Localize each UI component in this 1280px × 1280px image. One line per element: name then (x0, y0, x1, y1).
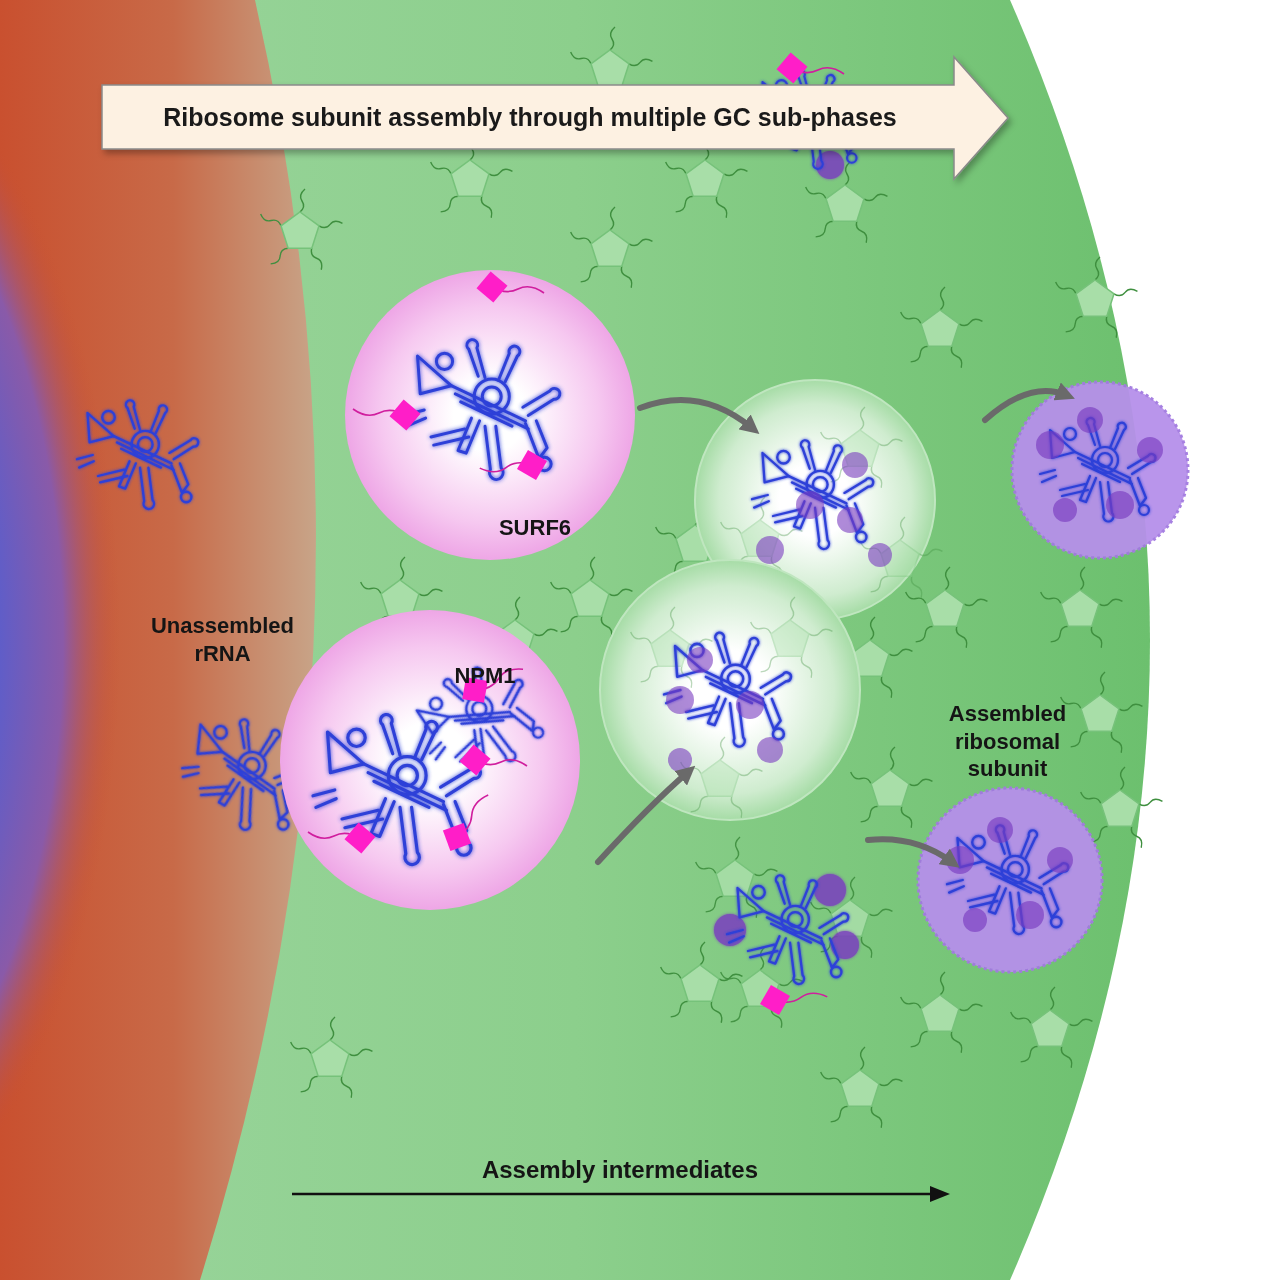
figure-use (1054, 257, 1137, 338)
figure-path (640, 400, 752, 428)
figure-label: Assembly intermediates (440, 1155, 800, 1185)
banner-text: Ribosome subunit assembly through multip… (163, 103, 896, 132)
figure-use (752, 440, 873, 549)
figure-use (436, 784, 497, 858)
figure-use (899, 287, 982, 368)
figure-circle (687, 647, 713, 673)
banner-arrow: Ribosome subunit assembly through multip… (100, 55, 1012, 181)
figure-use (460, 745, 527, 776)
process-arrows (598, 391, 1066, 862)
figure-circle (345, 270, 635, 560)
figure-circle (757, 737, 783, 763)
unassembled-rrna (77, 400, 198, 509)
figure-polygon (930, 1186, 950, 1202)
figure-use (353, 400, 420, 431)
figure-circle (1137, 437, 1163, 463)
figure-use (629, 607, 712, 688)
figure-circle (1016, 901, 1044, 929)
figure-use (727, 875, 848, 984)
figure-circle (666, 686, 694, 714)
figure-path (985, 391, 1066, 420)
figure-label: SURF6 (480, 514, 590, 542)
surf6-droplet (280, 610, 580, 910)
npm1-pentamers (259, 27, 1162, 1128)
figure-use (849, 747, 932, 828)
figure-circle (1106, 491, 1134, 519)
npm1-droplet (600, 560, 860, 820)
figure-label: Unassembled rRNA (135, 612, 310, 667)
figure-use (308, 823, 375, 854)
figure-label: Assembled ribosomal subunit (925, 700, 1090, 783)
figure-path (868, 839, 952, 862)
figure-circle (280, 610, 580, 910)
figure-use (757, 976, 829, 1018)
figure-use (719, 947, 802, 1028)
assembled-subunit (918, 788, 1102, 972)
figure-use (1009, 987, 1092, 1068)
timeline-arrow (292, 1186, 950, 1202)
figure-circle (1077, 407, 1103, 433)
figure-use (1059, 672, 1142, 753)
figure-use (694, 837, 777, 918)
figure-circle (868, 543, 892, 567)
banner-text-box: Ribosome subunit assembly through multip… (112, 85, 948, 149)
free-intermediate (694, 837, 892, 1028)
figure-line (292, 1193, 935, 1196)
surf6-droplet (345, 270, 635, 560)
fibrillar-center (0, 0, 120, 1280)
figure-use (402, 647, 554, 794)
figure-circle (1053, 498, 1077, 522)
figure-use (289, 1017, 372, 1098)
figure-use (659, 942, 742, 1023)
figure-path (598, 772, 688, 862)
figure-circle (814, 874, 846, 906)
figure-use (804, 162, 887, 243)
figure-use (1039, 567, 1122, 648)
figure-circle (987, 817, 1013, 843)
figure-circle (831, 931, 859, 959)
figure-circle (842, 452, 868, 478)
figure-circle (736, 691, 764, 719)
figure-use (749, 597, 832, 678)
figure-circle (1047, 847, 1073, 873)
figure-use (478, 447, 550, 489)
figure-use (904, 567, 987, 648)
figure-use (899, 972, 982, 1053)
figure-circle (918, 788, 1102, 972)
assembled-subunit (1012, 382, 1188, 558)
banner-arrow-outline (102, 57, 1008, 179)
figure-use (1079, 767, 1162, 848)
figure-use (819, 1047, 902, 1128)
figure-use (569, 207, 652, 288)
figure-circle (1012, 382, 1188, 558)
figure-use (947, 825, 1068, 934)
figure-circle (1036, 431, 1064, 459)
figure-g (629, 597, 832, 818)
figure-circle (796, 491, 824, 519)
figure-use (664, 633, 791, 747)
figure-circle (837, 507, 863, 533)
granular-component (0, 0, 1150, 1280)
figure-use (259, 189, 342, 270)
figure-circle (668, 748, 692, 772)
figure-circle (756, 536, 784, 564)
figure-circle (963, 908, 987, 932)
figure-label: NPM1 (440, 662, 530, 690)
figure-use (477, 272, 544, 303)
figure-use (679, 737, 762, 818)
figure-circle (600, 560, 860, 820)
figure-use (777, 53, 844, 84)
figure-use (859, 517, 942, 598)
